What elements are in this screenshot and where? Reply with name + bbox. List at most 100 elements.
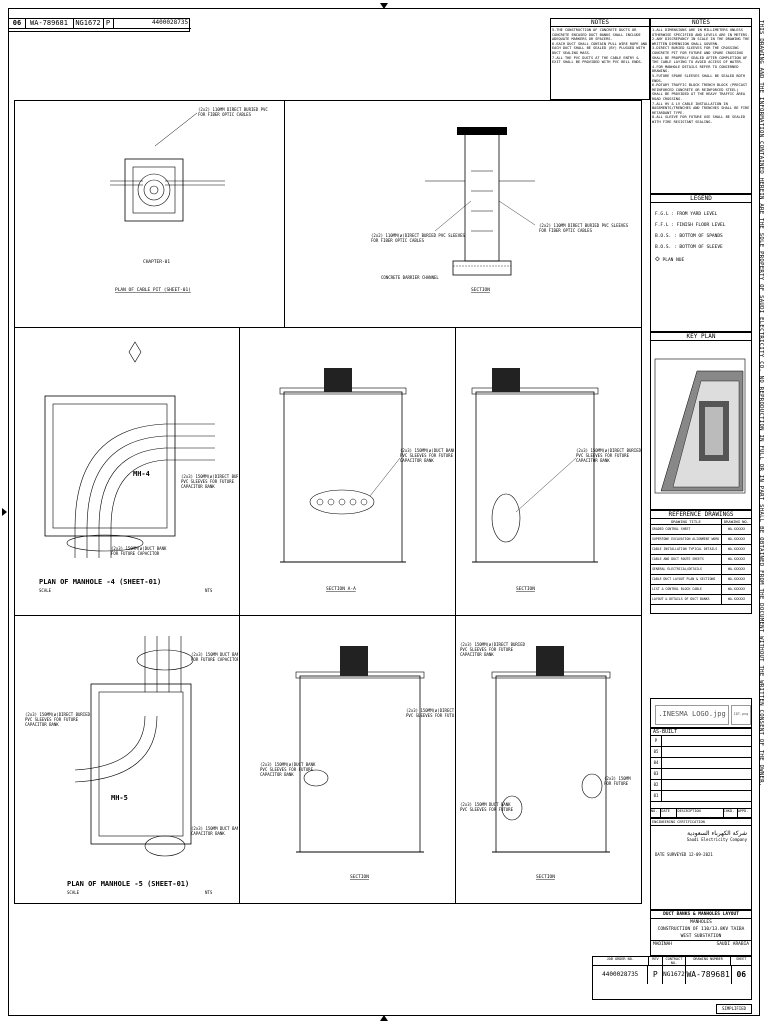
svg-text:SCALE: SCALE [39,588,52,593]
header-strip: 06 WA-789681 NG1672 P 4400028735 [8,18,191,32]
svg-text:SCALE: SCALE [67,890,80,895]
side-note: THIS DRAWING AND THE INFORMATION CONTAIN… [758,20,764,787]
svg-text:(2x3) 150MM(ø)DIRECT BURIED: (2x3) 150MM(ø)DIRECT BURIED [25,712,91,717]
svg-text:SECTION: SECTION [516,586,535,592]
project-no: 4400028735 [151,19,189,26]
svg-text:FOR FIBER OPTIC CABLES: FOR FIBER OPTIC CABLES [539,228,593,233]
svg-text:PVC SLEEVES FOR FUTURE: PVC SLEEVES FOR FUTURE [406,713,454,718]
notes-right: NOTES 1-ALL DIMENSIONS ARE IN MILLIMETER… [650,18,752,194]
concrete-label: CONCRETE BARRIER CHANNEL [381,275,439,280]
svg-text:SECTION: SECTION [350,874,369,880]
mh5-plan-title: PLAN OF MANHOLE -5 (SHEET-01) [67,880,189,888]
legend-item: ◇ PLAN NUE [655,254,685,263]
mh4-plan: MH-4 (2x3) 150MM(ø)DIRECT BURIED PVC SLE… [39,341,238,593]
svg-text:(2x2) 110MM DIRECT BURIED PVC: (2x2) 110MM DIRECT BURIED PVC [198,107,268,112]
svg-text:CAPACITOR BANK: CAPACITOR BANK [25,722,59,727]
revision-row: 02 [651,780,751,791]
svg-text:FOR FUTURE CAPACITOR: FOR FUTURE CAPACITOR [111,551,160,556]
svg-text:PVC SLEEVES FOR FUTURE: PVC SLEEVES FOR FUTURE [576,453,630,458]
svg-text:NTS: NTS [205,890,213,895]
svg-text:(2x3) 150MM(ø)DIRECT BURIED: (2x3) 150MM(ø)DIRECT BURIED [181,474,238,479]
svg-text:PVC SLEEVES FOR FUTURE: PVC SLEEVES FOR FUTURE [400,453,454,458]
title-line-2: MANHOLES [690,920,712,925]
svg-text:FOR FUTURE CAPACITOR: FOR FUTURE CAPACITOR [191,657,238,662]
company-block: ENGINEERING CERTIFICATION شركة الكهرباء … [650,818,752,910]
notes-right-text: 1-ALL DIMENSIONS ARE IN MILLIMETERS UNLE… [652,28,750,124]
mh4-label: MH-4 [133,470,150,478]
mh4-plan-title: PLAN OF MANHOLE -4 (SHEET-01) [39,578,161,586]
svg-text:NTS: NTS [205,588,213,593]
svg-text:FOR FIBER OPTIC CABLES: FOR FIBER OPTIC CABLES [198,112,252,117]
notes-left-text: 5-THE CONSTRUCTION OF CONCRETE DUCTS OR … [552,28,648,65]
svg-text:(2x3) 150MM DUCT BANK: (2x3) 150MM DUCT BANK [191,652,238,657]
notes-right-title: NOTES [651,19,751,27]
key-plan: KEY PLAN [650,332,752,510]
cable-pit-section: (2x2) 110MM(ø)DIRECT BURIED PVC SLEEVES … [371,127,629,293]
svg-text:CAPACITOR BANK: CAPACITOR BANK [191,831,225,836]
svg-text:(2x3) 150MM(ø)DIRECT BURIED: (2x3) 150MM(ø)DIRECT BURIED [406,708,454,713]
mh4-section: (2x3) 150MM(ø)DUCT BANK PVC SLEEVES FOR … [279,368,454,592]
revision-row: 04 [651,758,751,769]
revision-row: 01 [651,791,751,802]
title-line-3: CONSTRUCTION OF 110/13.8KV TAIBA WEST SU… [657,927,745,939]
svg-text:SECTION: SECTION [536,874,555,880]
svg-text:CAPACITOR BANK: CAPACITOR BANK [181,484,215,489]
revision-row: 05 [651,747,751,758]
svg-text:(2x3) 150MM(ø)DUCT BANK: (2x3) 150MM(ø)DUCT BANK [400,448,454,453]
svg-text:CAPACITOR BANK: CAPACITOR BANK [400,458,434,463]
mh5-label: MH-5 [111,794,128,802]
mh5-section-b: (2x3) 150MM(ø)DIRECT BURIED PVC SLEEVES … [460,642,631,880]
logo-area: .INESMA LOGO.jpg IDT.png [650,698,752,728]
svg-text:(2x3) 150MM DUCT BANK: (2x3) 150MM DUCT BANK [460,802,511,807]
legend-item: F.G.L : FROM YARD LEVEL [655,212,718,217]
title-block: DUCT BANKS & MANHOLES LAYOUT MANHOLES CO… [650,910,752,956]
drawing-area [14,100,642,904]
svg-text:FOR FIBER OPTIC CABLES: FOR FIBER OPTIC CABLES [371,238,425,243]
svg-text:(2x2) 110MM(ø)DIRECT BURIED PV: (2x2) 110MM(ø)DIRECT BURIED PVC SLEEVES [371,233,466,238]
svg-text:PVC SLEEVES FOR FUTURE: PVC SLEEVES FOR FUTURE [460,647,514,652]
pit-section-title: SECTION [471,287,490,293]
svg-text:(2x3) 150MM(ø)DIRECT BURIED: (2x3) 150MM(ø)DIRECT BURIED [460,642,526,647]
legend-item: F.F.L : FINISH FLOOR LEVEL [655,223,726,228]
company-name-ar: شركة الكهرباء السعودية [687,830,747,837]
mh5-section: (2x3) 150MM(ø)DUCT BANK PVC SLEEVES FOR … [260,646,454,880]
title-line-1: DUCT BANKS & MANHOLES LAYOUT [651,911,751,919]
svg-text:PVC SLEEVES FOR FUTURE: PVC SLEEVES FOR FUTURE [25,717,79,722]
svg-text:PVC SLEEVES FOR FUTURE: PVC SLEEVES FOR FUTURE [460,807,514,812]
revision-row: P [651,736,751,747]
svg-text:CAPACITOR BANK: CAPACITOR BANK [576,458,610,463]
mh4-section-b: (2x3) 150MM(ø)DIRECT BURIED PVC SLEEVES … [471,368,642,592]
svg-text:CAPACITOR BANK: CAPACITOR BANK [460,652,494,657]
svg-text:FOR FUTURE: FOR FUTURE [604,781,629,786]
pit-plan-title: PLAN OF CABLE PIT (SHEET-01) [115,287,191,293]
drawing-no: WA-789681 [25,19,74,28]
mh5-plan: MH-5 (2x3) 150MM(ø)DIRECT BURIED PVC SLE… [25,636,238,895]
svg-text:CAPACITOR BANK: CAPACITOR BANK [260,772,294,777]
svg-text:(2x3) 150MM(ø)DUCT BANK: (2x3) 150MM(ø)DUCT BANK [111,546,167,551]
sheet-no: 06 [9,19,26,28]
notes-left: NOTES 5-THE CONSTRUCTION OF CONCRETE DUC… [550,18,650,100]
reference-drawings: REFERENCE DRAWINGS DRAWING TITLE DRAWING… [650,510,752,614]
svg-text:PVC SLEEVES FOR FUTURE: PVC SLEEVES FOR FUTURE [260,767,314,772]
cable-pit-plan: (2x2) 110MM DIRECT BURIED PVC FOR FIBER … [110,107,268,293]
svg-text:(2x3) 150MM(ø)DUCT BANK: (2x3) 150MM(ø)DUCT BANK [260,762,316,767]
svg-text:(2x3) 150MM DUCT BANK: (2x3) 150MM DUCT BANK [191,826,238,831]
drawing-number-bar: JOB ORDER NO. REV CONTRACT NO. DRAWING N… [592,956,752,1000]
svg-text:(2x3) 150MM: (2x3) 150MM [604,776,631,781]
rev: P [103,19,114,28]
svg-text:SECTION A-A: SECTION A-A [326,586,356,592]
pit-label: CHAPTER-01 [143,259,170,265]
legend: LEGEND F.G.L : FROM YARD LEVEL F.F.L : F… [650,194,752,332]
contract-no: NG1672 [73,19,104,28]
svg-text:PVC SLEEVES FOR FUTURE: PVC SLEEVES FOR FUTURE [181,479,235,484]
